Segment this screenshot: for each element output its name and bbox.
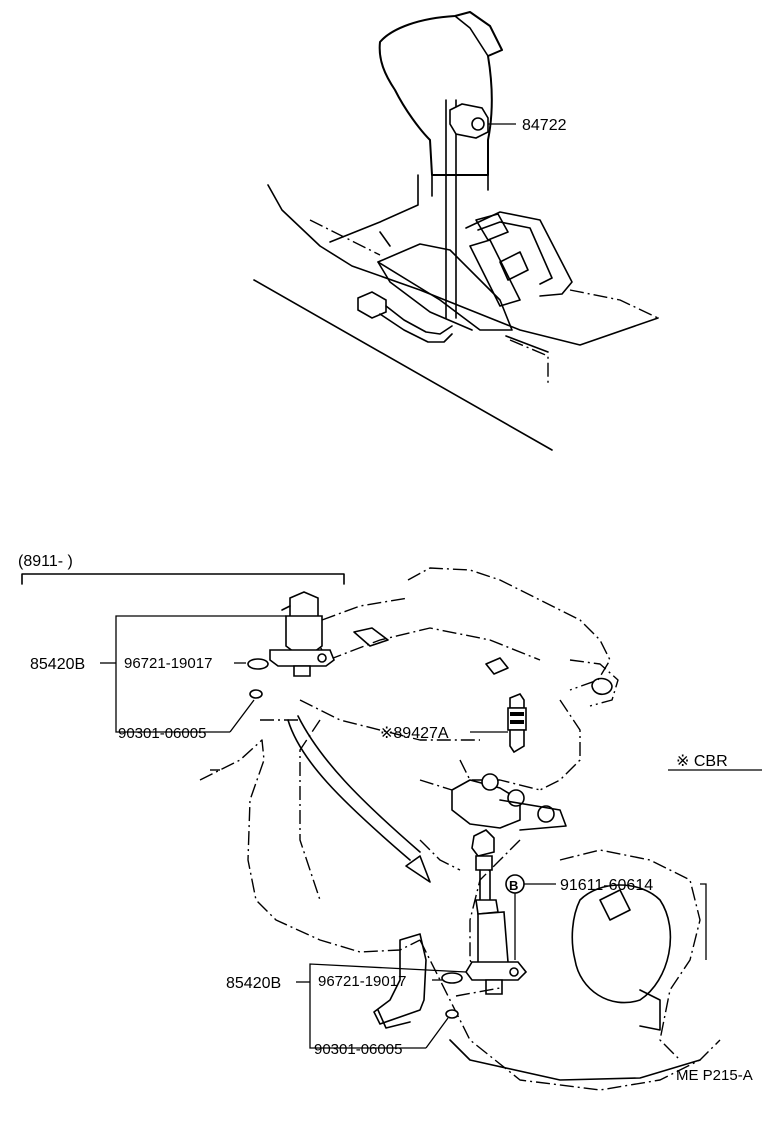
spark-plug: ※89427A xyxy=(380,693,527,754)
gasket-ring-upper xyxy=(247,658,269,670)
oring-lower xyxy=(445,1009,459,1019)
shift-lock-button xyxy=(449,103,489,139)
bolt-marker-label: B xyxy=(509,878,518,893)
part-label-84722: 84722 xyxy=(522,117,567,134)
upper-speed-sensor xyxy=(247,591,335,699)
upper-oring-label: 90301-06005 xyxy=(118,725,206,742)
lower-callout-group: 85420B 96721-19017 90301-06005 xyxy=(226,963,467,1058)
shift-lever-assembly: 84722 xyxy=(253,11,659,451)
date-range-label: (8911- ) xyxy=(18,553,73,570)
figure-code: ME P215-A xyxy=(676,1067,753,1084)
lower-oring-label: 90301-06005 xyxy=(314,1041,402,1058)
upper-gasket-label: 96721-19017 xyxy=(124,655,212,672)
lower-assembly-label: 85420B xyxy=(226,975,281,992)
spark-plug-label: ※89427A xyxy=(380,725,449,742)
date-range-bracket: (8911- ) xyxy=(18,553,345,585)
engine-block-outline xyxy=(199,567,721,1091)
bolt-callout: B 91611-60614 xyxy=(505,874,707,960)
upper-assembly-label: 85420B xyxy=(30,656,85,673)
lower-speed-sensor xyxy=(441,829,528,1019)
upper-callout-group: 85420B 96721-19017 90301-06005 xyxy=(30,615,286,742)
switch-connector xyxy=(357,291,453,343)
cbr-note: ※ CBR xyxy=(668,753,762,771)
lower-gasket-label: 96721-19017 xyxy=(318,973,406,990)
cbr-note-label: ※ CBR xyxy=(676,753,728,770)
bolt-label: 91611-60614 xyxy=(560,877,653,894)
oring-upper xyxy=(249,689,263,699)
gasket-ring-lower xyxy=(441,972,463,984)
